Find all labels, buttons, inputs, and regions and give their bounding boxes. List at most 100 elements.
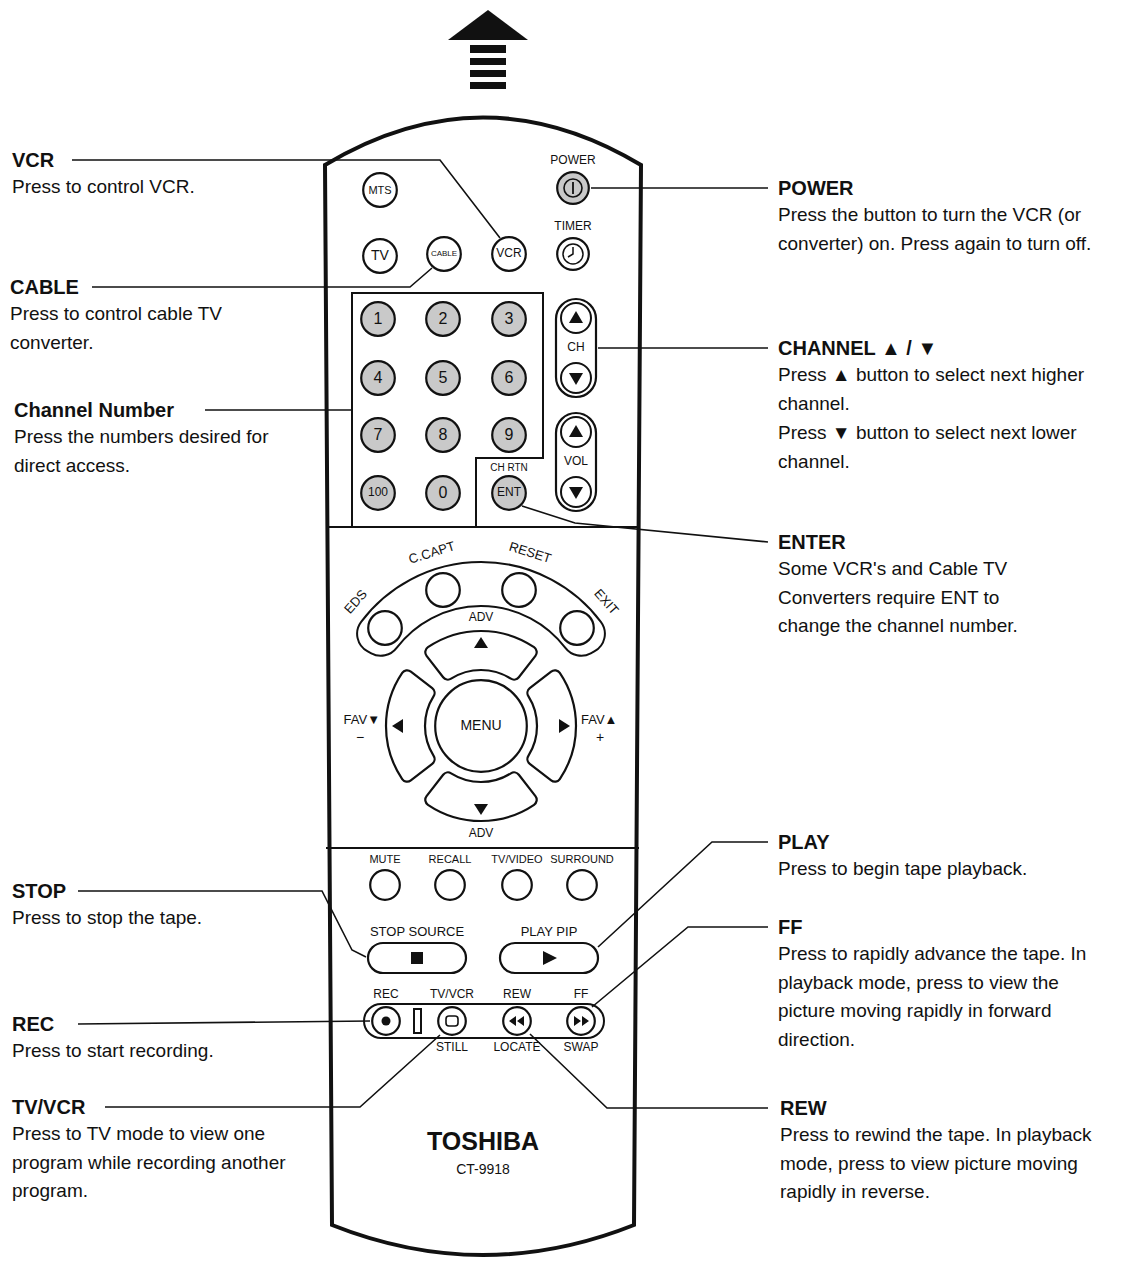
button-circle	[363, 173, 397, 207]
button-label: C.CAPT	[407, 540, 457, 568]
button-label: ADV	[469, 611, 494, 624]
callout-heading: STOP	[12, 879, 66, 903]
callout-heading: Channel Number	[14, 398, 174, 422]
callout-heading: CABLE	[10, 275, 79, 299]
tv-vcr-symbol	[446, 1016, 458, 1026]
direction-key	[386, 670, 435, 781]
button-circle	[361, 361, 395, 395]
button-circle	[372, 1007, 400, 1035]
button-outline	[556, 237, 590, 271]
arrow-symbol	[392, 719, 403, 733]
remote-button: 7	[360, 417, 396, 453]
callout-heading: ENTER	[778, 530, 846, 554]
arrow-symbol	[474, 804, 488, 815]
button-label: 8	[439, 426, 448, 444]
pointing-arrow	[448, 10, 528, 89]
callout-heading: CHANNEL ▲ / ▼	[778, 336, 937, 360]
button-label: SURROUND	[550, 853, 614, 865]
callout-text: Press to control VCR.	[12, 173, 312, 202]
button-circle	[435, 870, 465, 900]
button-label: CABLE	[431, 250, 457, 259]
function-key-band	[357, 562, 605, 656]
rocker-key	[561, 303, 591, 333]
button-label: 0	[439, 484, 448, 502]
button-label: STILL	[436, 1041, 468, 1054]
button-outline	[437, 1006, 467, 1036]
button-label: FF	[574, 988, 589, 1001]
direction-key	[425, 631, 536, 680]
button-circle	[438, 1007, 466, 1035]
button-label: 4	[374, 369, 383, 387]
remote-body: TOSHIBACT-9918MTSPOWERTVCABLEVCRTIMER123…	[322, 110, 644, 1262]
button-circle	[492, 302, 526, 336]
remote-button: MTS	[362, 172, 398, 208]
callout-heading: REW	[780, 1096, 827, 1120]
button-body	[500, 943, 598, 973]
remote-button: PLAY PIP	[499, 942, 599, 974]
button-outline	[501, 572, 537, 608]
direction-key	[425, 772, 536, 821]
button-circle	[426, 361, 460, 395]
button-circle	[492, 476, 526, 510]
button-body	[368, 943, 466, 973]
fast-forward-symbol	[574, 1016, 589, 1026]
button-label: FAV▲	[581, 713, 617, 727]
leader-line	[530, 1034, 768, 1108]
remote-button: TV/VCRSTILL	[437, 1006, 467, 1036]
button-body	[556, 413, 596, 511]
remote-button: RESET	[501, 572, 537, 608]
callout-text: Press to start recording.	[12, 1037, 302, 1066]
play-symbol	[543, 951, 557, 965]
callout-heading: FF	[778, 915, 802, 939]
button-circle	[560, 611, 594, 645]
remote-button: MUTE	[369, 869, 401, 901]
callout-heading: POWER	[778, 176, 854, 200]
callout-text: Press ▼ button to select next lower chan…	[778, 419, 1108, 476]
button-label: FAV▼	[344, 713, 380, 727]
remote-button: 6	[491, 360, 527, 396]
button-label: 5	[439, 369, 448, 387]
clock-hands	[568, 247, 573, 257]
rocker-key	[561, 363, 591, 393]
button-label: 7	[374, 426, 383, 444]
arrow-symbol	[474, 637, 488, 648]
button-circle	[361, 418, 395, 452]
button-label: 100	[368, 486, 388, 499]
arrow-symbol	[569, 311, 583, 323]
remote-button: MENU	[434, 679, 528, 773]
remote-button: SURROUND	[566, 869, 598, 901]
remote-button: 0	[425, 475, 461, 511]
remote-button: 8	[425, 417, 461, 453]
arrow-symbol	[559, 719, 570, 733]
button-label: RESET	[507, 540, 553, 566]
button-label: TV/VIDEO	[491, 853, 542, 865]
remote-button: POWER	[556, 171, 590, 205]
arrow-symbol	[569, 487, 583, 499]
rewind-symbol	[509, 1016, 524, 1026]
callout-text: Press the button to turn the VCR (or con…	[778, 201, 1108, 258]
button-outline	[501, 869, 533, 901]
button-outline	[499, 942, 599, 974]
callout-heading: TV/VCR	[12, 1095, 85, 1119]
remote-button: 100	[360, 475, 396, 511]
button-circle	[435, 680, 527, 772]
button-label: 3	[505, 310, 514, 328]
button-label: ADV	[469, 827, 494, 840]
button-label: CH RTN	[490, 462, 528, 473]
callout-text: Press to control cable TV converter.	[10, 300, 295, 357]
button-outline	[371, 1006, 401, 1036]
button-circle	[503, 1007, 531, 1035]
button-label: MTS	[368, 184, 391, 196]
callout-heading: PLAY	[778, 830, 830, 854]
callout-text: Press to begin tape playback.	[778, 855, 1118, 884]
button-circle	[567, 870, 597, 900]
panel-divider	[326, 847, 639, 849]
button-circle	[368, 611, 402, 645]
button-outline	[566, 869, 598, 901]
leader-line	[72, 160, 500, 238]
button-circle	[426, 302, 460, 336]
callout-text: Press to rapidly advance the tape. In pl…	[778, 940, 1118, 1054]
leader-line	[522, 506, 768, 542]
leader-line	[598, 347, 768, 349]
callout-text: Press the numbers desired for direct acc…	[14, 423, 294, 480]
